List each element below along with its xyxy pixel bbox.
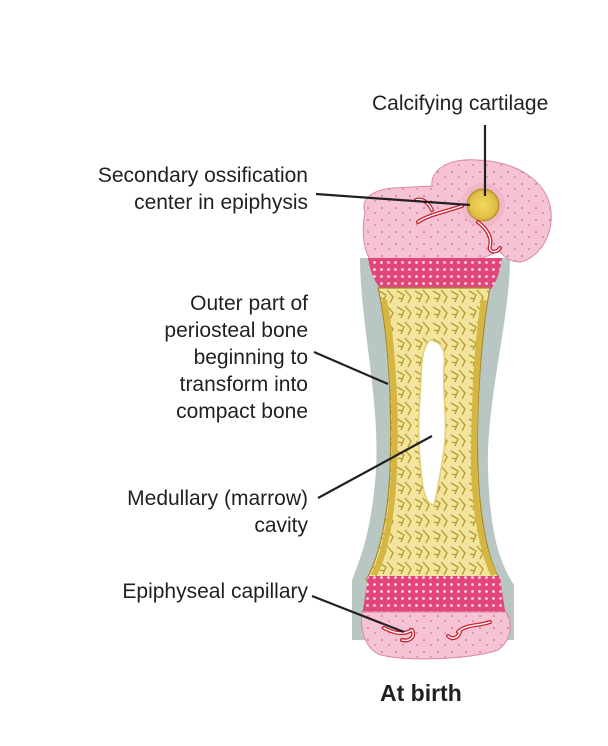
medullary-cavity [417,339,447,506]
label-epiphyseal-capillary: Epiphyseal capillary [122,580,308,603]
label-calcifying-cartilage: Calcifying cartilage [372,92,549,115]
caption-at-birth: At birth [380,680,462,706]
label-secondary-ossification: Secondary ossification center in epiphys… [97,164,308,214]
lower-growth-zone [362,576,506,615]
leader-lines [311,125,487,634]
leader-capillary [311,594,405,634]
leader-secondary [315,192,471,207]
label-medullary-cavity: Medullary (marrow) cavity [127,487,308,537]
upper-growth-zone [368,258,502,292]
leader-outer [313,350,389,386]
leader-medullary [317,435,433,499]
label-outer-periosteal-bone: Outer part of periosteal bone beginning … [164,292,308,423]
